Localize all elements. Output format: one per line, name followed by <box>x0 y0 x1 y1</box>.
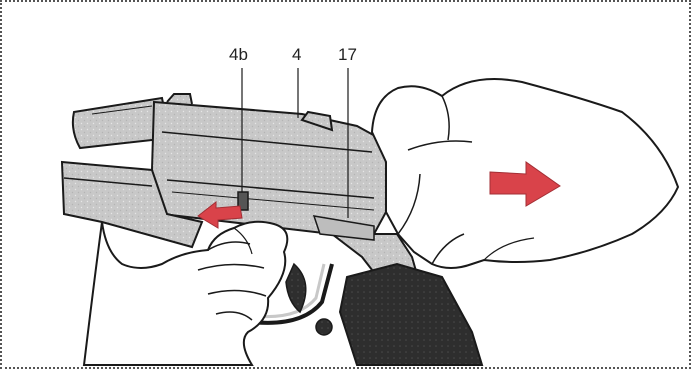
grip-panel <box>340 264 482 365</box>
callout-label-4: 4 <box>292 46 301 63</box>
callout-label-4b: 4b <box>229 46 248 63</box>
trigger <box>286 264 306 312</box>
callout-label-17: 17 <box>338 46 357 63</box>
slide <box>152 102 386 234</box>
pin <box>316 319 332 335</box>
